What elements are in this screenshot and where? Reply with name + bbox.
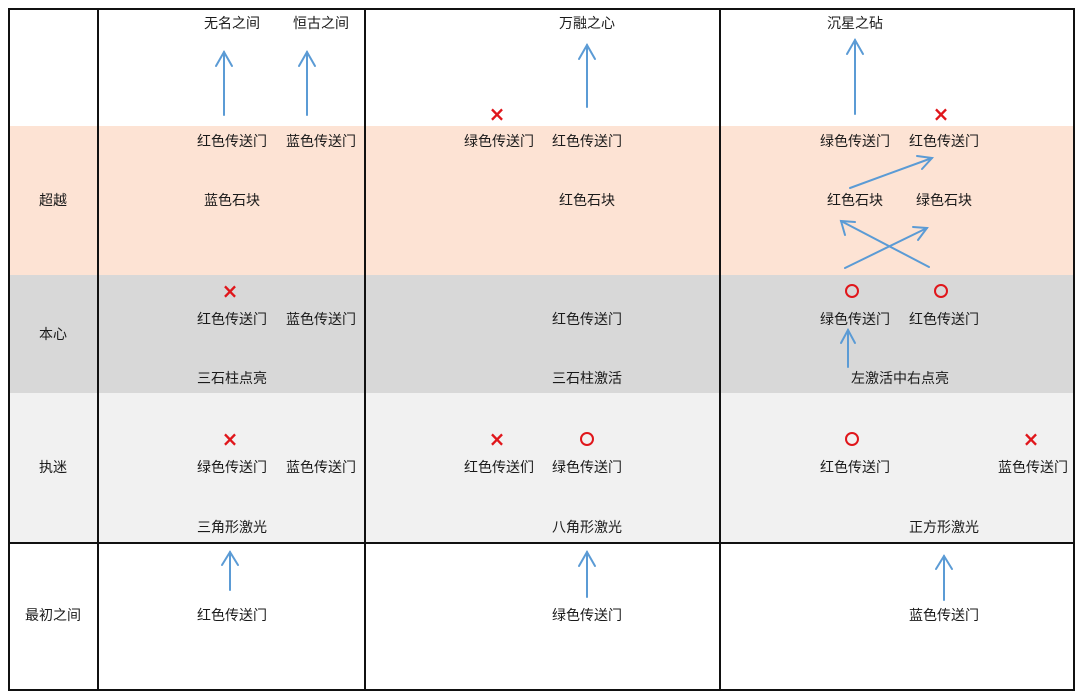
cross-mark: × — [488, 427, 506, 451]
arrow-up-col3-zuichu — [935, 554, 953, 601]
gate-label: 蓝色传送门 — [998, 460, 1068, 476]
gate-label: 绿色传送门 — [552, 608, 622, 624]
arrow-up-col2 — [578, 42, 596, 108]
gate-label: 蓝色传送门 — [286, 312, 356, 328]
room-label: 恒古之间 — [293, 16, 349, 32]
block-label: 蓝色石块 — [204, 193, 260, 209]
band-zhimi — [8, 393, 1074, 543]
gate-label: 绿色传送门 — [820, 312, 890, 328]
grid-line — [8, 8, 10, 691]
gate-label: 绿色传送门 — [197, 460, 267, 476]
gate-label: 红色传送门 — [909, 312, 979, 328]
gate-label: 红色传送们 — [464, 460, 534, 476]
block-label: 红色石块 — [559, 193, 615, 209]
grid-line — [8, 542, 1074, 544]
note-label: 三石柱激活 — [552, 371, 622, 387]
grid-line — [1073, 8, 1075, 691]
cross-mark: × — [932, 102, 950, 126]
arrow-up-col2-zuichu — [578, 549, 596, 598]
arrow-up-col3 — [846, 37, 864, 115]
note-label: 三角形激光 — [197, 520, 267, 536]
note-label: 八角形激光 — [552, 520, 622, 536]
cross-mark: × — [488, 102, 506, 126]
gate-label: 红色传送门 — [197, 134, 267, 150]
cross-mark: × — [221, 279, 239, 303]
band-benxin — [8, 275, 1074, 393]
block-label: 绿色石块 — [916, 193, 972, 209]
gate-label: 蓝色传送门 — [286, 460, 356, 476]
arrow-up-col3-benxin — [840, 327, 856, 368]
circle-mark — [845, 284, 859, 298]
gate-label: 蓝色传送门 — [909, 608, 979, 624]
gate-label: 绿色传送门 — [552, 460, 622, 476]
gate-label: 红色传送门 — [552, 312, 622, 328]
arrow-up-col1-right — [298, 49, 316, 116]
gate-label: 红色传送门 — [197, 312, 267, 328]
note-label: 三石柱点亮 — [197, 371, 267, 387]
arrow-diag-cross-2 — [839, 219, 930, 268]
gate-label: 红色传送门 — [820, 460, 890, 476]
room-label: 无名之间 — [204, 16, 260, 32]
circle-mark — [934, 284, 948, 298]
row-label-benxin: 本心 — [39, 327, 67, 343]
grid-line — [8, 689, 1074, 691]
grid-line — [719, 8, 721, 691]
arrow-up-col1-left — [215, 49, 233, 116]
room-label: 万融之心 — [559, 16, 615, 32]
gate-label: 绿色传送门 — [820, 134, 890, 150]
arrow-up-col1-zuichu — [221, 550, 239, 591]
gate-label: 蓝色传送门 — [286, 134, 356, 150]
row-label-chaoyue: 超越 — [39, 193, 67, 209]
circle-mark — [580, 432, 594, 446]
circle-mark — [845, 432, 859, 446]
gate-label: 红色传送门 — [909, 134, 979, 150]
grid-line — [8, 8, 1074, 10]
gate-label: 绿色传送门 — [464, 134, 534, 150]
note-label: 左激活中右点亮 — [851, 371, 949, 387]
room-label: 沉星之砧 — [827, 16, 883, 32]
gate-label: 红色传送门 — [552, 134, 622, 150]
grid-line — [364, 8, 366, 691]
row-label-zhimi: 执迷 — [39, 460, 67, 476]
grid-line — [97, 8, 99, 691]
row-label-zuichu: 最初之间 — [25, 608, 81, 624]
arrow-diag-red-block-to-red-gate — [849, 155, 935, 189]
arrow-diag-cross-1 — [844, 226, 929, 269]
cross-mark: × — [221, 427, 239, 451]
block-label: 红色石块 — [827, 193, 883, 209]
gate-label: 红色传送门 — [197, 608, 267, 624]
note-label: 正方形激光 — [909, 520, 979, 536]
cross-mark: × — [1022, 427, 1040, 451]
